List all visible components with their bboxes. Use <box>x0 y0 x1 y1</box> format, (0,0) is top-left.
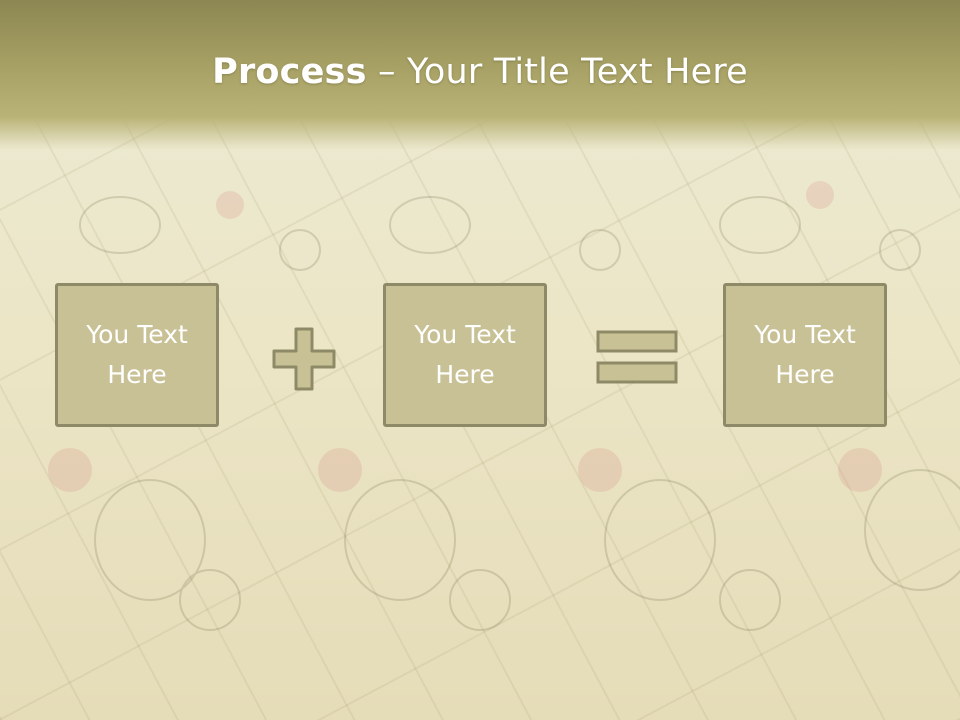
process-box-1[interactable]: You Text Here <box>55 283 219 427</box>
process-box-2[interactable]: You Text Here <box>383 283 547 427</box>
slide-title: Process – Your Title Text Here <box>0 52 960 92</box>
title-rest: – Your Title Text Here <box>366 52 748 92</box>
process-box-3[interactable]: You Text Here <box>723 283 887 427</box>
title-band <box>0 0 960 150</box>
plus-icon <box>272 327 336 395</box>
title-bold: Process <box>212 52 367 92</box>
process-box-3-label: You Text Here <box>754 320 856 389</box>
process-box-2-label: You Text Here <box>414 320 516 389</box>
equals-icon <box>596 330 678 390</box>
process-box-1-label: You Text Here <box>86 320 188 389</box>
